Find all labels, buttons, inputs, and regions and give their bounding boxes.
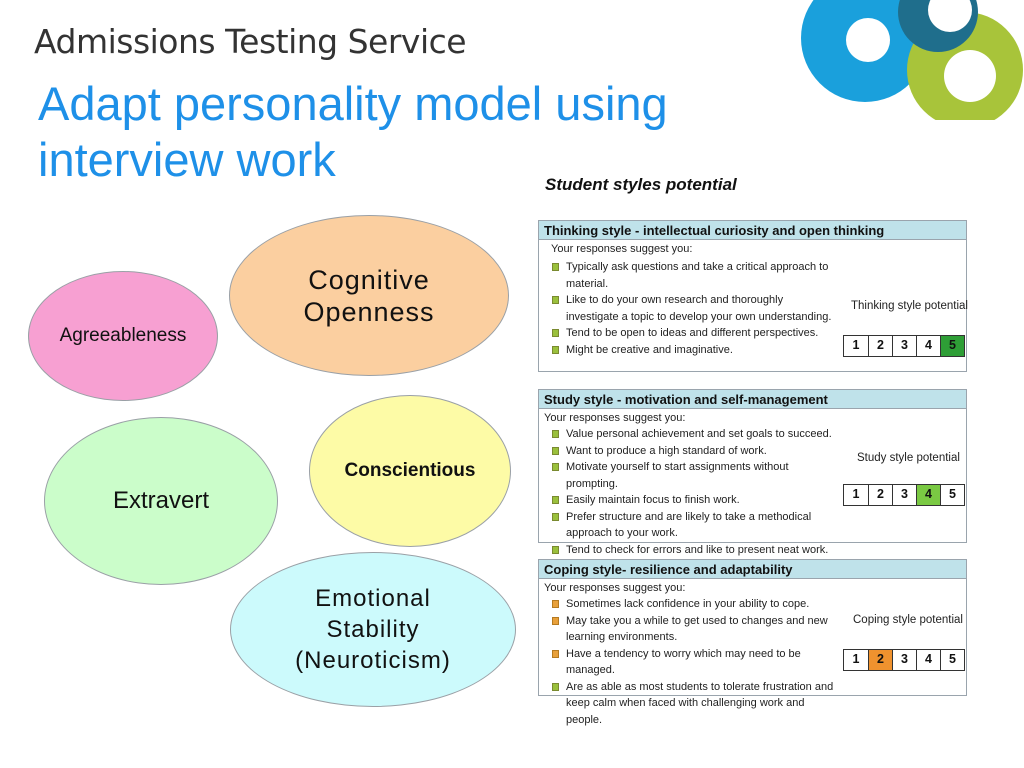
style-section-1: Thinking style - intellectual curiosity … bbox=[538, 220, 968, 372]
scale-cell: 2 bbox=[868, 485, 892, 505]
bullet-square-icon bbox=[552, 682, 559, 691]
section-item: Have a tendency to worry which may need … bbox=[551, 646, 836, 679]
section-item: Prefer structure and are likely to take … bbox=[551, 509, 836, 542]
scale-cell: 1 bbox=[852, 487, 860, 501]
scale-cell: 5 bbox=[940, 485, 964, 505]
section-item: Typically ask questions and take a criti… bbox=[551, 259, 836, 292]
bullet-square-icon bbox=[552, 345, 559, 354]
section-item: Sometimes lack confidence in your abilit… bbox=[551, 596, 836, 613]
scale-cell: 5 bbox=[940, 336, 964, 356]
section-intro: Your responses suggest you: bbox=[544, 582, 686, 594]
bullet-square-icon bbox=[552, 446, 559, 455]
report-title: Student styles potential bbox=[545, 175, 737, 194]
scale-cell: 5 bbox=[940, 650, 964, 670]
bullet-square-icon bbox=[552, 263, 559, 271]
scale-cell: 3 bbox=[892, 485, 916, 505]
section-item: May take you a while to get used to chan… bbox=[551, 613, 836, 646]
section-heading: Study style - motivation and self-manage… bbox=[539, 390, 966, 409]
org-name: Admissions Testing Service bbox=[34, 22, 467, 61]
brand-logo bbox=[800, 0, 1024, 120]
potential-label: Study style potential bbox=[857, 452, 960, 464]
section-item: Easily maintain focus to finish work. bbox=[551, 492, 836, 509]
slide-title: Adapt personality model using interview … bbox=[38, 77, 668, 186]
section-item: Are as able as most students to tolerate… bbox=[551, 679, 836, 729]
section-item: Value personal achievement and set goals… bbox=[551, 426, 836, 443]
section-intro: Your responses suggest you: bbox=[544, 412, 686, 424]
scale-cell: 4 bbox=[916, 336, 940, 356]
potential-label: Coping style potential bbox=[853, 614, 963, 626]
section-item: Might be creative and imaginative. bbox=[551, 342, 836, 359]
potential-label: Thinking style potential bbox=[851, 300, 968, 312]
trait-emotional-stability: Emotional Stability (Neuroticism) bbox=[230, 552, 516, 707]
bullet-square-icon bbox=[552, 463, 559, 471]
scale-cell: 2 bbox=[868, 650, 892, 670]
bullet-square-icon bbox=[552, 430, 559, 438]
section-items: Typically ask questions and take a criti… bbox=[551, 259, 836, 358]
section-item: Tend to be open to ideas and different p… bbox=[551, 325, 836, 342]
trait-conscientious: Conscientious bbox=[309, 395, 511, 547]
bullet-square-icon bbox=[552, 616, 559, 625]
trait-cognitive-openness: Cognitive Openness bbox=[229, 215, 509, 376]
scale-cell: 4 bbox=[916, 485, 940, 505]
bullet-square-icon bbox=[552, 512, 559, 521]
section-items: Value personal achievement and set goals… bbox=[551, 426, 836, 558]
bullet-square-icon bbox=[552, 296, 559, 304]
scale-cell: 2 bbox=[868, 336, 892, 356]
section-item: Want to produce a high standard of work. bbox=[551, 443, 836, 460]
bullet-square-icon bbox=[552, 496, 559, 504]
bullet-square-icon bbox=[552, 600, 559, 608]
section-item: Tend to check for errors and like to pre… bbox=[551, 542, 836, 559]
bullet-square-icon bbox=[552, 329, 559, 337]
scale-cell: 1 bbox=[852, 338, 860, 352]
section-intro: Your responses suggest you: bbox=[551, 243, 693, 255]
scale-cell: 1 bbox=[852, 652, 860, 666]
bullet-square-icon bbox=[552, 545, 559, 554]
trait-extravert: Extravert bbox=[44, 417, 278, 585]
scale-cell: 3 bbox=[892, 650, 916, 670]
trait-agreeableness: Agreeableness bbox=[28, 271, 218, 401]
style-section-3: Coping style- resilience and adaptabilit… bbox=[538, 559, 967, 726]
section-item: Motivate yourself to start assignments w… bbox=[551, 459, 836, 492]
scale-cell: 3 bbox=[892, 336, 916, 356]
section-items: Sometimes lack confidence in your abilit… bbox=[551, 596, 836, 728]
section-heading: Thinking style - intellectual curiosity … bbox=[539, 221, 966, 240]
bullet-square-icon bbox=[552, 649, 559, 658]
scale-cell: 4 bbox=[916, 650, 940, 670]
section-item: Like to do your own research and thoroug… bbox=[551, 292, 836, 325]
style-section-2: Study style - motivation and self-manage… bbox=[538, 389, 967, 556]
section-heading: Coping style- resilience and adaptabilit… bbox=[539, 560, 966, 579]
